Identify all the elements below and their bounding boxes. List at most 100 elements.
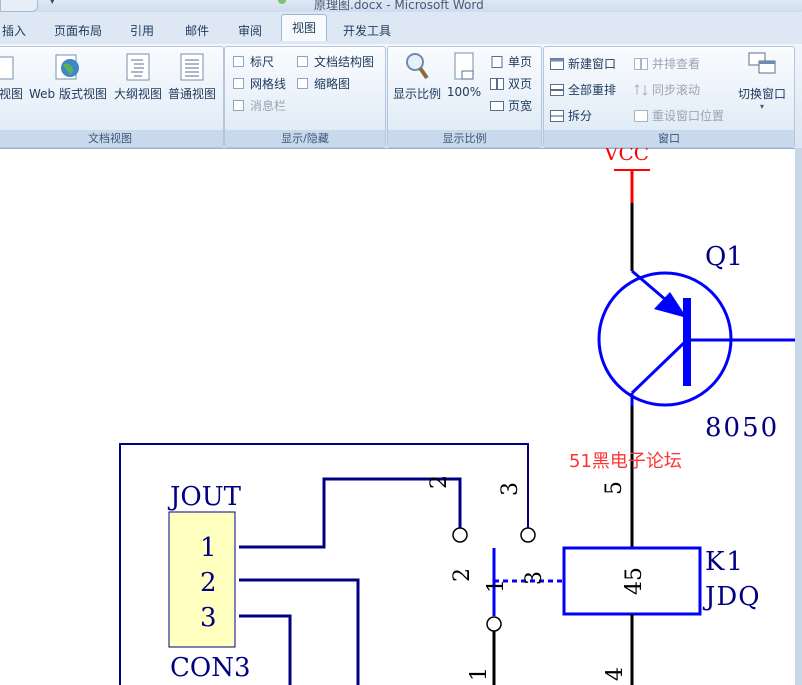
- draft-view-label: 普通视图: [167, 87, 216, 101]
- transistor-q1[interactable]: Q1 8050: [597, 203, 795, 548]
- tab-view[interactable]: 视图: [281, 14, 328, 41]
- thumbnails-checkbox[interactable]: 缩略图: [297, 75, 350, 92]
- arrange-all-icon: [550, 84, 564, 96]
- globe-icon: [55, 54, 79, 80]
- split-icon: [550, 110, 564, 122]
- transistor-ref-label: Q1: [705, 242, 743, 272]
- vcc-label: VCC: [603, 148, 649, 165]
- switch-contact-3: [520, 527, 536, 543]
- ribbon-tabs: 插入 页面布局 引用 邮件 审阅 视图 开发工具: [0, 12, 802, 44]
- print-layout-label: 视图: [0, 87, 23, 101]
- web-layout-button[interactable]: Web 版式视图: [29, 51, 107, 102]
- ruler-checkbox[interactable]: 标尺: [233, 53, 274, 70]
- wire-pin1: [239, 477, 462, 549]
- outline-icon: [126, 53, 150, 81]
- zoom-100-label: 100%: [446, 85, 482, 99]
- window-title: 原理图.docx - Microsoft Word: [314, 0, 484, 12]
- pin-label-3-top: 3: [498, 482, 523, 496]
- group-document-views: 视图 Web 版式视图 大纲视图 普通视图 文档视图: [0, 46, 224, 148]
- outline-view-button[interactable]: 大纲视图: [113, 51, 163, 102]
- page-100-icon: [454, 52, 474, 80]
- connector-pin-3: 3: [200, 603, 217, 633]
- page-view-icon: [0, 56, 14, 80]
- app-icon: [278, 0, 286, 4]
- pin-label-2-top: 2: [427, 475, 452, 489]
- group-label-zoom: 显示比例: [388, 130, 541, 147]
- switch-windows-button[interactable]: 切换窗口 ▾: [734, 51, 790, 112]
- forum-watermark: 51黑电子论坛: [569, 451, 682, 472]
- sync-scroll-button[interactable]: 同步滚动: [634, 81, 700, 98]
- tab-insert[interactable]: 插入: [2, 24, 27, 38]
- connector-pin-2: 2: [200, 568, 217, 598]
- sync-scroll-icon: [634, 84, 648, 96]
- gridlines-checkbox[interactable]: 网格线: [233, 75, 286, 92]
- tab-review[interactable]: 审阅: [238, 24, 263, 38]
- draft-view-button[interactable]: 普通视图: [167, 51, 217, 102]
- two-pages-button[interactable]: 双页: [490, 75, 532, 92]
- group-show-hide: 标尺 网格线 消息栏 文档结构图 缩略图 显示/隐藏: [224, 46, 386, 148]
- switch-contact-2: [452, 527, 468, 543]
- group-label-document-views: 文档视图: [0, 130, 223, 147]
- connector-ref-label: JOUT: [167, 482, 242, 512]
- print-layout-button[interactable]: 视图: [0, 51, 25, 102]
- relay-switch-contact: [486, 616, 502, 632]
- wire-pin3: [239, 614, 292, 685]
- quick-access-toolbar[interactable]: [0, 0, 38, 12]
- one-page-icon: [491, 56, 503, 68]
- arrange-all-button[interactable]: 全部重排: [550, 81, 616, 98]
- connector-pin-1: 1: [200, 533, 217, 563]
- side-by-side-icon: [634, 58, 648, 70]
- pin-label-3-mid: 3: [522, 571, 547, 585]
- group-window: 新建窗口 全部重排 拆分 并排查看 同步滚动 重设窗口位置 切换窗口 ▾ 窗口: [543, 46, 795, 148]
- reset-window-position-button[interactable]: 重设窗口位置: [634, 107, 724, 124]
- wire-pin2: [239, 578, 360, 685]
- side-by-side-button[interactable]: 并排查看: [634, 55, 700, 72]
- pin-label-1-bottom: 1: [467, 667, 492, 681]
- split-button[interactable]: 拆分: [550, 107, 592, 124]
- title-bar: ▾ 原理图.docx - Microsoft Word: [0, 0, 802, 12]
- two-pages-icon: [490, 78, 504, 90]
- pin-label-1-mid: 1: [484, 579, 509, 593]
- tab-mailings[interactable]: 邮件: [185, 24, 210, 38]
- document-right-edge: [795, 148, 802, 685]
- transistor-value-label: 8050: [705, 413, 779, 443]
- tab-developer[interactable]: 开发工具: [343, 24, 392, 38]
- reset-position-icon: [634, 110, 648, 122]
- schematic-frame: [119, 443, 529, 685]
- message-bar-checkbox[interactable]: 消息栏: [233, 97, 286, 114]
- relay-coil-pins: 45: [622, 567, 647, 595]
- switch-windows-dropdown-icon: ▾: [759, 102, 764, 111]
- switch-windows-icon: [748, 52, 776, 74]
- zoom-button[interactable]: 显示比例: [392, 51, 442, 102]
- zoom-label: 显示比例: [392, 87, 441, 101]
- tab-references[interactable]: 引用: [130, 24, 155, 38]
- page-width-icon: [490, 101, 504, 111]
- zoom-100-button[interactable]: 100%: [446, 51, 482, 99]
- document-page: VCC Q1 8050 51黑电子论坛 2 3 5 JOUT 1 2 3 CON…: [119, 148, 795, 685]
- relay-value-label: JDQ: [702, 582, 761, 612]
- pin-label-4-bottom: 4: [603, 667, 628, 681]
- group-zoom: 显示比例 100% 单页 双页 页宽 显示比例: [387, 46, 542, 148]
- magnifier-icon: [406, 53, 429, 80]
- new-window-icon: [550, 58, 564, 70]
- web-layout-label: Web 版式视图: [29, 87, 107, 101]
- outline-view-label: 大纲视图: [113, 87, 162, 101]
- relay-ref-label: K1: [705, 547, 745, 577]
- connector-jout[interactable]: [168, 511, 236, 648]
- switch-windows-label: 切换窗口: [737, 87, 786, 101]
- page-width-button[interactable]: 页宽: [490, 97, 532, 114]
- pin-label-2-mid: 2: [450, 568, 475, 582]
- qat-dropdown-icon[interactable]: ▾: [50, 0, 55, 7]
- relay-coil-k1[interactable]: [562, 546, 702, 616]
- document-map-checkbox[interactable]: 文档结构图: [297, 53, 374, 70]
- pin-label-5: 5: [602, 481, 627, 495]
- connector-value-label: CON3: [170, 653, 251, 683]
- ribbon: 视图 Web 版式视图 大纲视图 普通视图 文档视图 标尺 网格线 消息栏 文档…: [0, 44, 802, 149]
- draft-icon: [180, 53, 204, 81]
- new-window-button[interactable]: 新建窗口: [550, 55, 616, 72]
- tab-page-layout[interactable]: 页面布局: [54, 24, 103, 38]
- group-label-show-hide: 显示/隐藏: [225, 130, 385, 147]
- group-label-window: 窗口: [544, 130, 794, 147]
- one-page-button[interactable]: 单页: [490, 53, 532, 70]
- vcc-symbol: VCC: [603, 148, 650, 203]
